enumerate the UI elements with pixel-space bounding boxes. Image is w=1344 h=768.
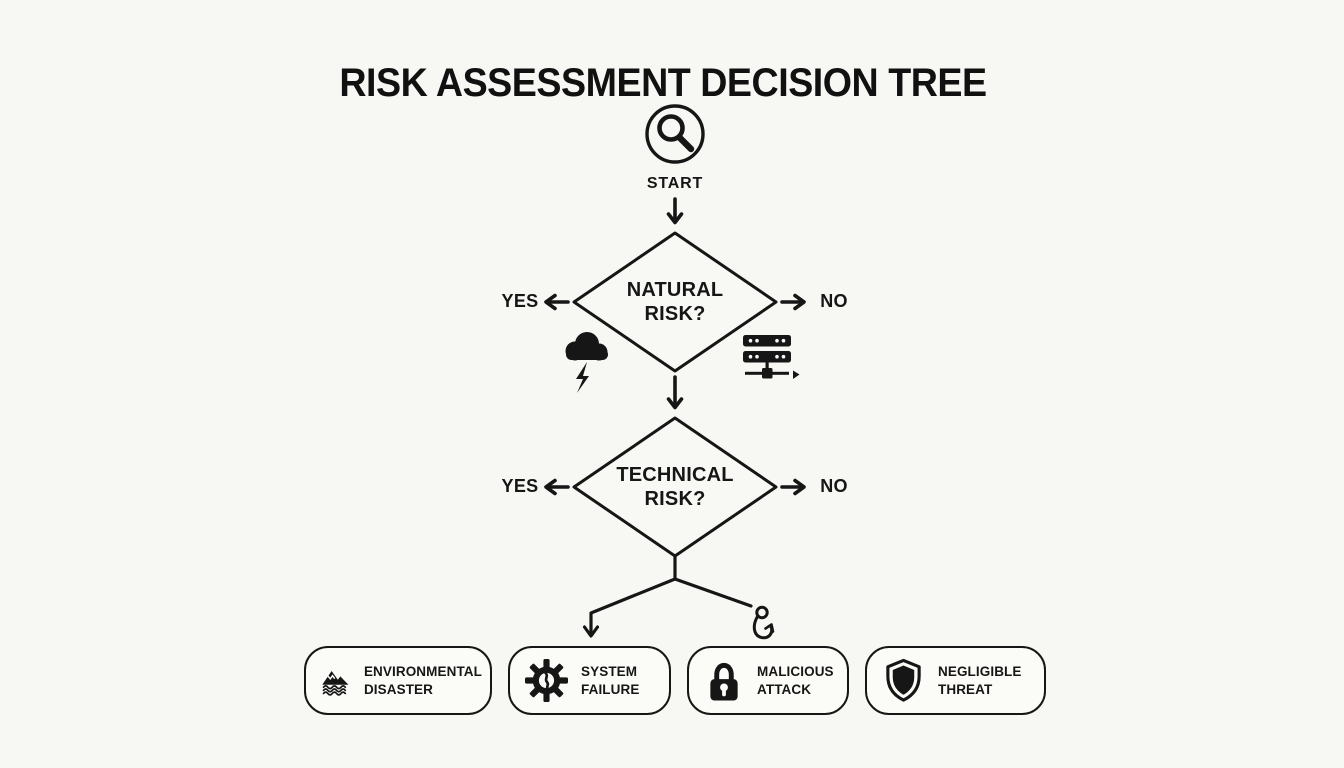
outcome-label: SYSTEM FAILURE (581, 664, 640, 697)
decision-natural-risk-label: NATURAL RISK? (626, 279, 724, 325)
outcome-system-failure: SYSTEM FAILURE (508, 646, 671, 715)
outcome-label: MALICIOUS ATTACK (757, 664, 834, 697)
server-rack-icon (743, 335, 800, 379)
outcome-label: NEGLIGIBLE THREAT (938, 664, 1022, 697)
start-node (645, 104, 705, 164)
outcome-label: ENVIRONMENTAL DISASTER (363, 664, 482, 697)
no-arrow-technical (780, 478, 806, 496)
padlock-icon (710, 662, 738, 701)
no-arrow-natural (780, 293, 806, 311)
start-label: START (646, 175, 704, 192)
mountain-flood-icon (322, 670, 349, 696)
outcome-negligible-threat: NEGLIGIBLE THREAT (865, 646, 1046, 715)
decision-technical-risk-label: TECHNICAL RISK? (616, 464, 734, 510)
natural-risk-yes-label: YES (501, 291, 539, 311)
broken-gear-icon (525, 659, 568, 702)
shield-icon (886, 658, 921, 702)
start-circle (645, 104, 705, 164)
start-arrow (666, 197, 684, 225)
branch-left-arrow (582, 577, 677, 638)
branch-right-hook (673, 577, 775, 640)
connector-arrow (666, 375, 684, 410)
natural-risk-no-label: NO (820, 291, 848, 311)
page-title: RISK ASSESSMENT DECISION TREE (339, 60, 987, 105)
technical-risk-yes-label: YES (501, 476, 539, 496)
magnifier-icon (657, 114, 695, 153)
yes-arrow-technical (544, 478, 570, 496)
diamond-natural-risk-shape (572, 231, 778, 373)
storm-cloud-icon (565, 332, 608, 393)
technical-risk-no-label: NO (820, 476, 848, 496)
outcome-malicious-attack: MALICIOUS ATTACK (687, 646, 849, 715)
outcome-environmental-disaster: ENVIRONMENTAL DISASTER (304, 646, 492, 715)
yes-arrow-natural (544, 293, 570, 311)
